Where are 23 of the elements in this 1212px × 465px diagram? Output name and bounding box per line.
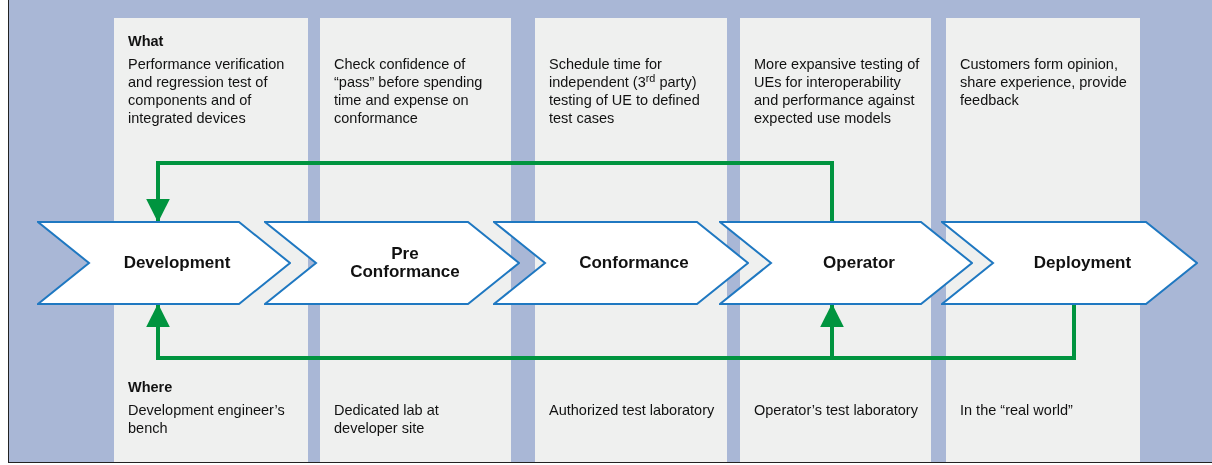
stage-label: Conformance xyxy=(579,253,689,272)
where-description: In the “real world” xyxy=(960,401,1074,419)
heading: Where xyxy=(128,378,174,396)
chevron-stage xyxy=(37,221,291,305)
chevron-stage xyxy=(941,221,1198,305)
chevron-stage xyxy=(493,221,749,305)
where-description: Development engineer’s bench xyxy=(128,401,286,437)
stage-label: Pre Conformance xyxy=(350,244,460,281)
where-description: Authorized test laboratory xyxy=(549,401,716,419)
what-description: Customers form opinion, share experience, provide feedback xyxy=(960,55,1128,109)
what-description: Check confidence of “pass” before spending time and expense on conformance xyxy=(334,55,484,127)
chevron-stage xyxy=(719,221,973,305)
feedback-arrow xyxy=(146,161,834,223)
stage-label: Operator xyxy=(823,253,895,272)
heading: What xyxy=(128,32,165,50)
what-description: Schedule time for independent (3$^{rd}$ party) testing of UE to defined test cases xyxy=(549,55,701,127)
where-description: Operator’s test laboratory xyxy=(754,401,919,419)
what-description: Performance verification and regression test of components and of integrated devices xyxy=(128,55,286,127)
stage-label: Development xyxy=(123,253,231,272)
what-description: More expansive testing of UEs for interoperability and performance against expected use models xyxy=(754,55,921,127)
chevron-stage xyxy=(264,221,520,305)
stage-label: Deployment xyxy=(1033,253,1132,272)
where-description: Dedicated lab at developer site xyxy=(334,401,440,437)
